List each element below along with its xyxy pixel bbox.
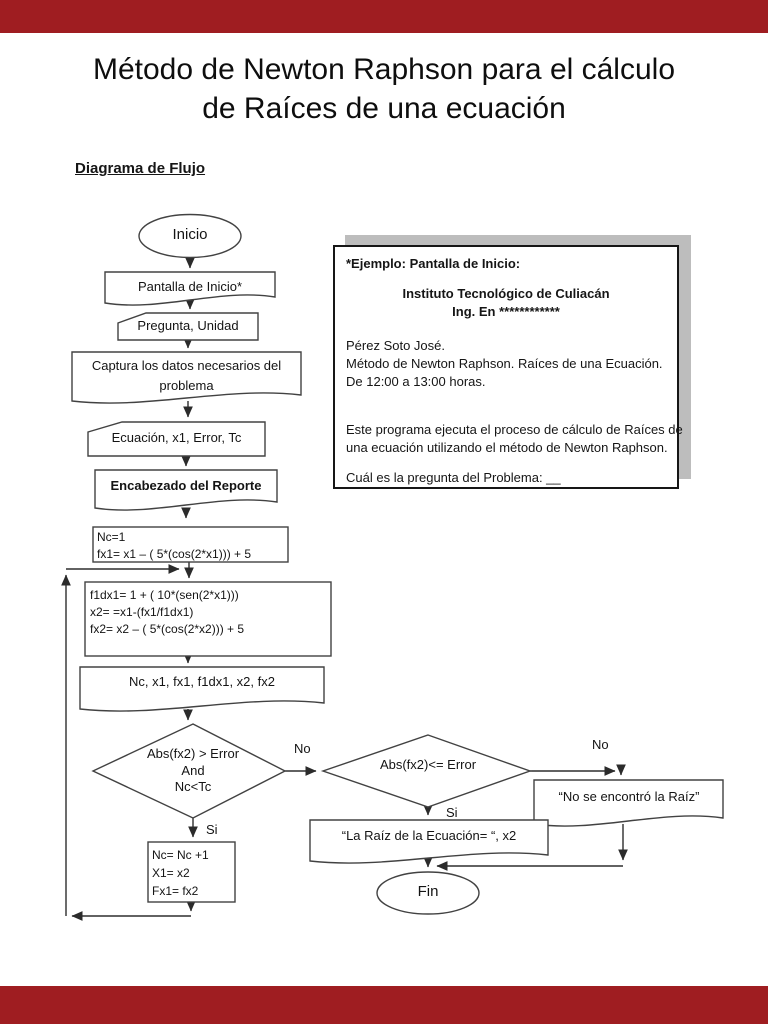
node-decision-raiz-label: Abs(fx2)<= Error	[379, 757, 477, 772]
example-panel-body-line2: Método de Newton Raphson. Raíces de una …	[346, 356, 663, 371]
example-panel-center-line2: Ing. En ************	[452, 304, 560, 319]
document-no-raiz-shape	[533, 779, 724, 827]
node-pregunta-label: Pregunta, Unidad	[137, 318, 239, 333]
card-pregunta-shape	[117, 312, 259, 341]
process-incrementa-shape	[147, 841, 236, 903]
decision-raiz-shape	[320, 734, 533, 808]
page-title-line1: Método de Newton Raphson para el cálculo	[92, 53, 676, 86]
node-calcula-line2: x2= =x1-(fx1/f1dx1)	[90, 605, 194, 619]
branch-label-no-2: No	[592, 737, 609, 752]
section-heading: Diagrama de Flujo	[75, 160, 206, 177]
node-incrementa-line1: Nc= Nc +1	[152, 848, 209, 862]
example-panel: *Ejemplo: Pantalla de Inicio: Instituto …	[333, 245, 683, 489]
document-encabezado-shape	[94, 469, 278, 511]
node-decision-continuar-label: Abs(fx2) > Error And Nc<Tc	[118, 746, 268, 796]
example-panel-heading: *Ejemplo: Pantalla de Inicio:	[346, 256, 521, 271]
terminator-fin-shape	[376, 871, 480, 915]
example-panel-body2-line1: Este programa ejecuta el proceso de cálc…	[346, 422, 683, 437]
branch-label-no-1: No	[294, 741, 311, 756]
process-calcula-shape	[84, 581, 332, 657]
decision-continuar-line2: And	[181, 762, 205, 778]
decision-continuar-shape	[91, 723, 287, 819]
document-raiz-shape	[309, 819, 549, 864]
document-captura-shape	[71, 351, 302, 404]
node-incrementa-line2: X1= x2	[152, 866, 190, 880]
node-captura-line2: problema	[159, 377, 214, 393]
node-inicializa-label: Nc=1 fx1= x1 – ( 5*(cos(2*x1))) + 5	[97, 529, 297, 563]
node-encabezado-label: Encabezado del Reporte	[110, 478, 262, 493]
example-panel-body-line3: De 12:00 a 13:00 horas.	[346, 374, 486, 389]
node-captura-label: Captura los datos necesarios del problem…	[72, 356, 301, 395]
card-entrada-shape	[87, 421, 266, 457]
example-panel-center-line1: Instituto Tecnológico de Culiacán	[402, 286, 610, 301]
example-panel-body-line1: Pérez Soto José.	[346, 338, 445, 353]
node-inicializa-line1: Nc=1	[97, 530, 126, 544]
decision-continuar-line1: Abs(fx2) > Error	[146, 746, 240, 761]
document-imprime-shape	[79, 666, 325, 712]
node-imprime-label: Nc, x1, fx1, f1dx1, x2, fx2	[129, 674, 275, 689]
node-inicializa-line2: fx1= x1 – ( 5*(cos(2*x1))) + 5	[97, 547, 252, 561]
node-pantalla-label: Pantalla de Inicio*	[137, 279, 243, 294]
process-inicializa-shape	[92, 526, 289, 563]
page-title: Método de Newton Raphson para el cálculo…	[0, 50, 768, 128]
document-pantalla-shape	[104, 271, 276, 306]
node-no-raiz-label: “No se encontró la Raíz”	[558, 789, 700, 804]
example-panel-prompt-line: Cuál es la pregunta del Problema: __	[346, 470, 561, 485]
node-captura-line1: Captura los datos necesarios del	[91, 358, 282, 373]
example-panel-body2-line2: una ecuación utilizando el método de New…	[346, 440, 668, 455]
flow-connectors	[61, 257, 628, 921]
node-raiz-label: “La Raíz de la Ecuación= “, x2	[341, 828, 517, 843]
node-fin-label: Fin	[417, 883, 439, 900]
node-entrada-label: Ecuación, x1, Error, Tc	[111, 430, 242, 445]
bottom-red-bar	[0, 986, 768, 1024]
page-title-line2: de Raíces de una ecuación	[202, 92, 566, 125]
top-red-bar	[0, 0, 768, 33]
node-calcula-label: f1dx1= 1 + ( 10*(sen(2*x1))) x2= =x1-(fx…	[90, 587, 330, 638]
node-calcula-line3: fx2= x2 – ( 5*(cos(2*x2))) + 5	[90, 622, 245, 636]
node-incrementa-label: Nc= Nc +1 X1= x2 Fx1= fx2	[152, 846, 242, 900]
decision-continuar-line3: Nc<Tc	[174, 779, 212, 794]
node-calcula-line1: f1dx1= 1 + ( 10*(sen(2*x1)))	[90, 588, 239, 602]
branch-label-si-2: Si	[446, 805, 458, 820]
terminator-inicio-shape	[138, 213, 242, 259]
node-incrementa-line3: Fx1= fx2	[152, 884, 199, 898]
branch-label-si-1: Si	[206, 822, 218, 837]
node-inicio-label: Inicio	[172, 226, 208, 243]
